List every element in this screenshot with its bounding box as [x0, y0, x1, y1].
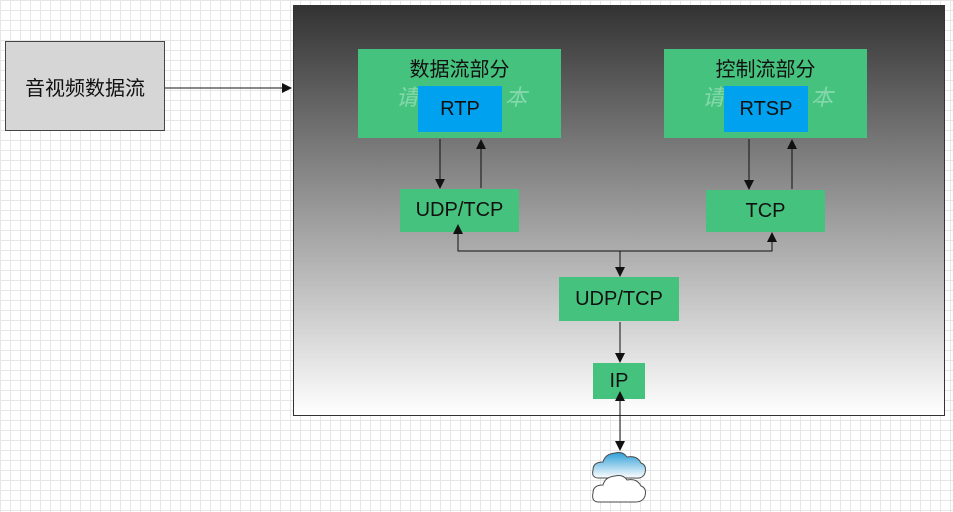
cloud-icon: [592, 452, 646, 503]
data-transport-label: UDP/TCP: [415, 199, 504, 221]
shared-transport-label: UDP/TCP: [575, 287, 663, 310]
transport-bracket-connector: [453, 224, 777, 252]
av-stream-source-label: 音视频数据流: [25, 77, 145, 100]
control-flow-placeholder-right: 本: [811, 85, 834, 110]
av-stream-source-box: 音视频数据流: [5, 41, 165, 131]
data-flow-section-title: 数据流部分: [409, 59, 510, 81]
rtsp-label: RTSP: [739, 97, 793, 120]
rtp-label: RTP: [440, 97, 480, 120]
shared-transport-box: UDP/TCP: [559, 277, 679, 321]
rtsp-box: RTSP: [724, 86, 808, 132]
ip-label: IP: [609, 369, 629, 392]
control-transport-label: TCP: [745, 199, 786, 222]
control-flow-placeholder-left: 请: [702, 85, 725, 110]
rtp-box: RTP: [418, 86, 502, 132]
data-flow-placeholder-left: 请: [396, 85, 419, 110]
data-flow-placeholder-right: 本: [505, 85, 528, 110]
control-flow-section-title: 控制流部分: [715, 59, 816, 81]
